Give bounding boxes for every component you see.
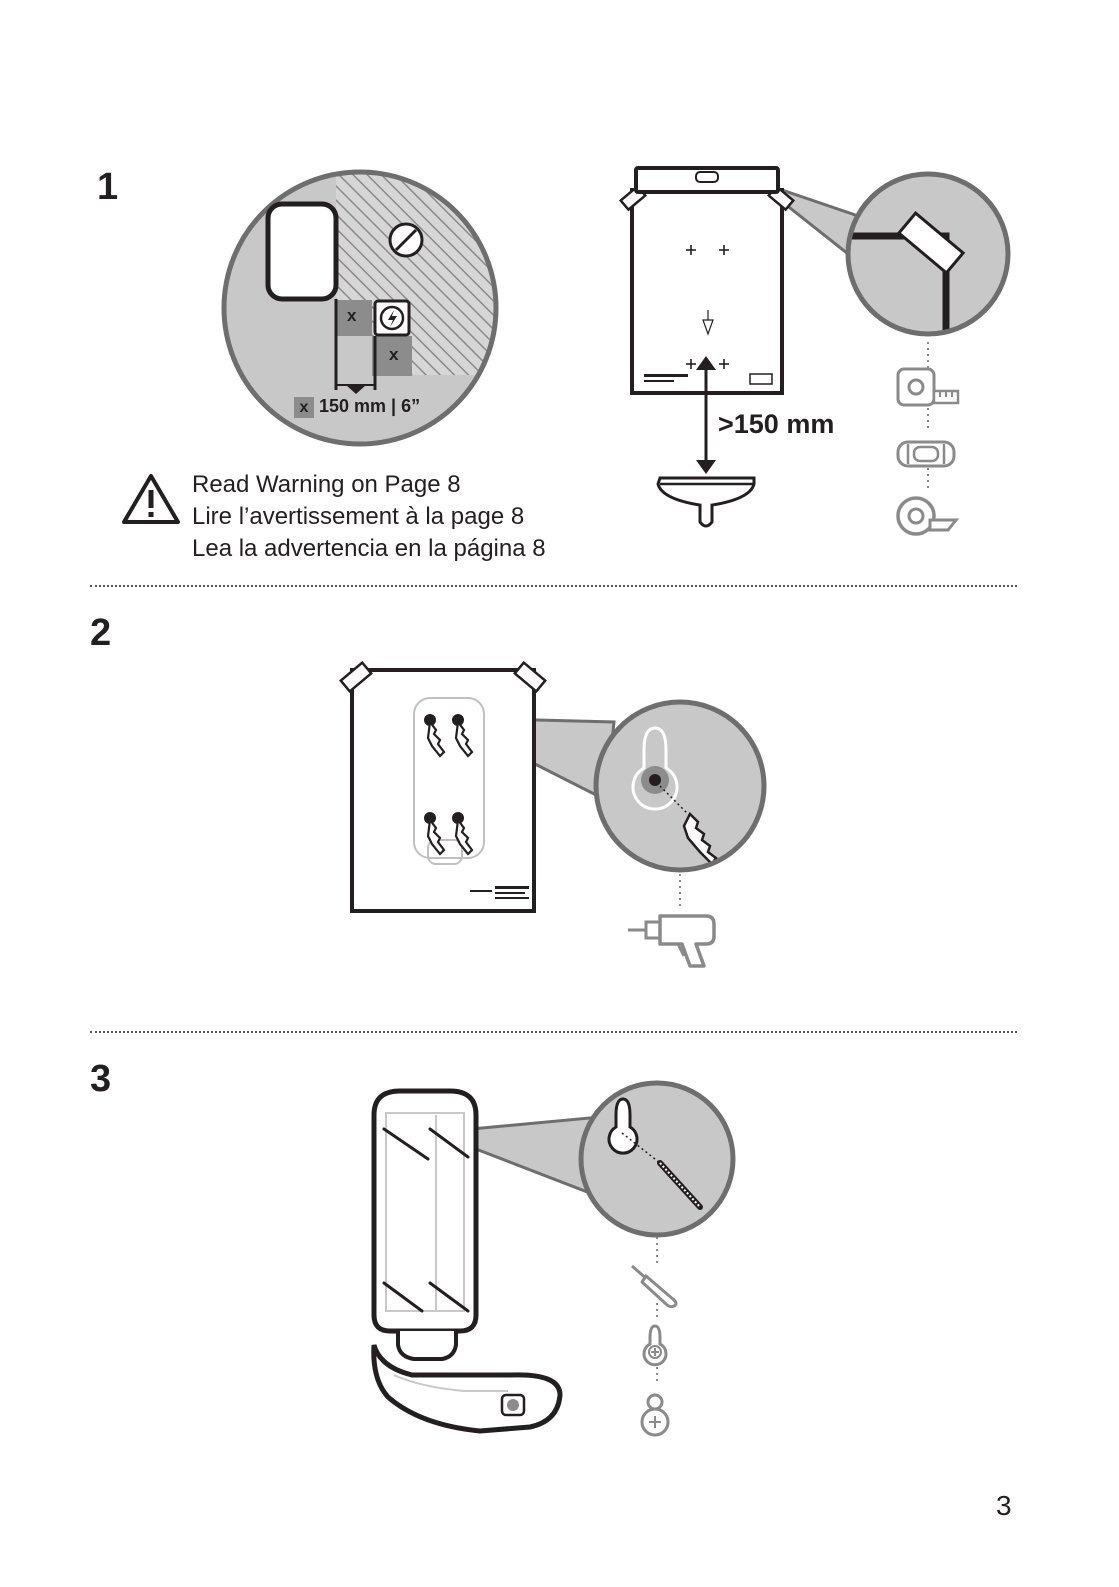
section-divider-1 xyxy=(90,585,1017,587)
step-number-3: 3 xyxy=(90,1060,111,1098)
minimum-distance-label: >150 mm xyxy=(718,409,834,440)
template-leveling-diagram xyxy=(600,160,1020,550)
power-drill-icon xyxy=(626,908,718,974)
screw-head-icon xyxy=(638,1392,672,1438)
zone-marker-1: x xyxy=(347,306,356,326)
warning-text-es: Lea la advertencia en la página 8 xyxy=(192,533,546,565)
adhesive-tape-icon xyxy=(894,494,960,538)
spirit-level-icon xyxy=(896,438,958,470)
screwdriver-icon xyxy=(630,1262,682,1308)
warning-text-en: Read Warning on Page 8 xyxy=(192,469,461,501)
step-number-1: 1 xyxy=(97,168,118,206)
clearance-marker-badge: x xyxy=(294,397,314,418)
step-number-2: 2 xyxy=(90,614,111,652)
dispenser-mounting-diagram xyxy=(360,1075,760,1450)
page-number: 3 xyxy=(996,1492,1012,1520)
section-divider-2 xyxy=(90,1031,1017,1033)
warning-text-fr: Lire l’avertissement à la page 8 xyxy=(192,501,524,533)
keyhole-slot-icon xyxy=(640,1322,670,1366)
warning-icon xyxy=(120,472,182,526)
tape-measure-icon xyxy=(896,367,962,411)
clearance-dimension-label: 150 mm | 6” xyxy=(319,396,420,417)
zone-marker-2: x xyxy=(389,345,398,365)
installation-location-zoom xyxy=(200,150,520,470)
